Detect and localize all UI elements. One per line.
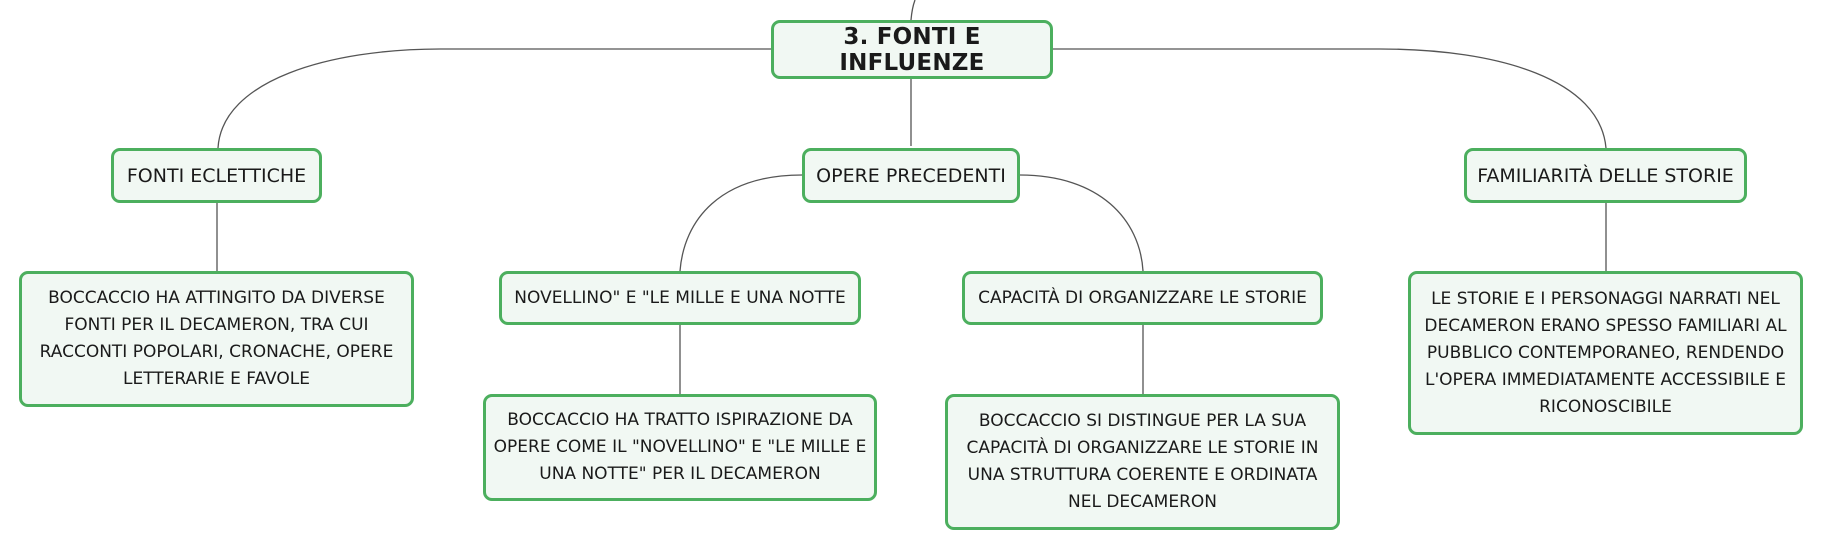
leaf-node-novellino[interactable]: BOCCACCIO HA TRATTO ISPIRAZIONE DA OPERE… (483, 394, 877, 501)
leaf-node-label: BOCCACCIO HA ATTINGITO DA DIVERSE FONTI … (39, 288, 394, 389)
leaf-node-label: BOCCACCIO HA TRATTO ISPIRAZIONE DA OPERE… (493, 410, 867, 484)
branch-node-label: OPERE PRECEDENTI (816, 164, 1006, 187)
connector-root-familiarita (1053, 48, 1607, 149)
connector-root-parent (910, 0, 916, 21)
leaf-node-fonti-eclettiche[interactable]: BOCCACCIO HA ATTINGITO DA DIVERSE FONTI … (19, 271, 414, 407)
branch-node-familiarita-delle-storie[interactable]: FAMILIARITÀ DELLE STORIE (1464, 148, 1747, 203)
leaf-node-label: BOCCACCIO SI DISTINGUE PER LA SUA CAPACI… (966, 411, 1319, 512)
connector-opere-capacita (1019, 174, 1144, 272)
branch-node-fonti-eclettiche[interactable]: FONTI ECLETTICHE (111, 148, 322, 203)
leaf-node-label: LE STORIE E I PERSONAGGI NARRATI NEL DEC… (1424, 288, 1787, 417)
root-node[interactable]: 3. FONTI E INFLUENZE (771, 20, 1053, 79)
sub-branch-node-capacita[interactable]: CAPACITÀ DI ORGANIZZARE LE STORIE (962, 271, 1323, 325)
sub-branch-node-label: CAPACITÀ DI ORGANIZZARE LE STORIE (978, 288, 1307, 308)
root-node-label: 3. FONTI E INFLUENZE (839, 23, 985, 76)
sub-branch-node-label: NOVELLINO" E "LE MILLE E UNA NOTTE (514, 288, 846, 308)
connector-root-fonti-eclettiche (217, 48, 771, 149)
branch-node-label: FAMILIARITÀ DELLE STORIE (1477, 164, 1734, 187)
leaf-node-capacita[interactable]: BOCCACCIO SI DISTINGUE PER LA SUA CAPACI… (945, 394, 1340, 530)
branch-node-label: FONTI ECLETTICHE (126, 164, 307, 187)
sub-branch-node-novellino[interactable]: NOVELLINO" E "LE MILLE E UNA NOTTE (499, 271, 861, 325)
leaf-node-familiarita[interactable]: LE STORIE E I PERSONAGGI NARRATI NEL DEC… (1408, 271, 1803, 435)
connector-opere-novellino (679, 174, 803, 272)
branch-node-opere-precedenti[interactable]: OPERE PRECEDENTI (802, 148, 1020, 203)
